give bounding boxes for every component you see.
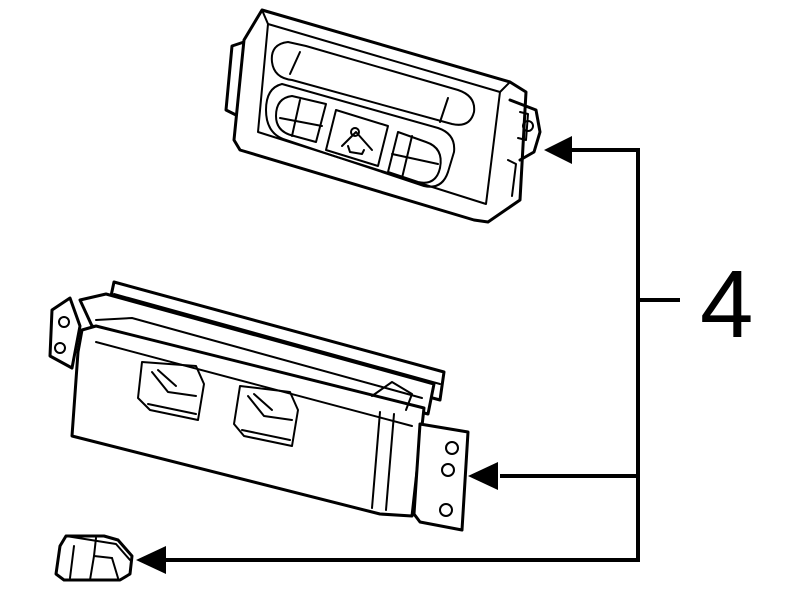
arrow-head-top	[544, 136, 572, 164]
small-connector-clip	[54, 534, 134, 582]
leader-lines	[164, 148, 680, 562]
control-panel-faceplate	[224, 8, 542, 224]
control-module-housing	[48, 280, 470, 532]
arrow-head-bottom	[136, 546, 166, 574]
arrow-head-middle	[468, 462, 498, 490]
callout-number: 4	[700, 251, 753, 358]
